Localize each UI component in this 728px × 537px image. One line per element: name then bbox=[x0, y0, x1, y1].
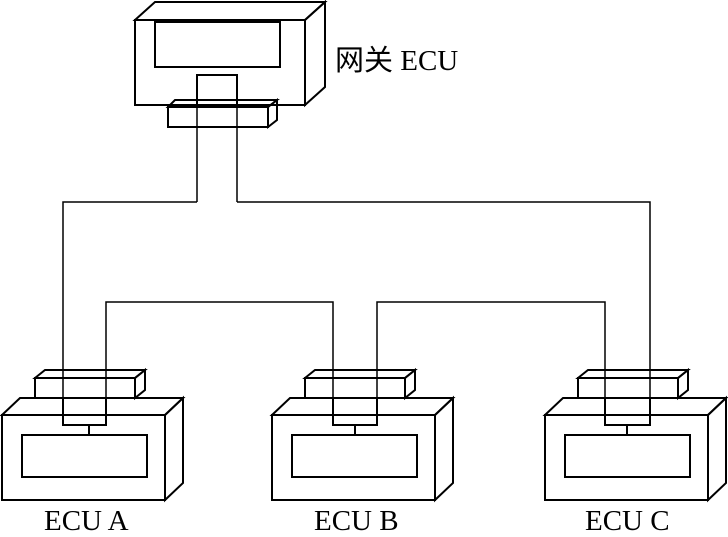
ecu-c-box-top bbox=[542, 397, 728, 416]
ecu-a bbox=[0, 367, 186, 503]
gateway-box-side bbox=[304, 0, 326, 108]
ecu-b-connector-side bbox=[404, 367, 416, 401]
outer-bus-right bbox=[237, 201, 651, 425]
ecu-b bbox=[269, 367, 456, 503]
gateway-label: 网关 ECU bbox=[335, 45, 459, 77]
ecu-b-box-front bbox=[271, 414, 436, 501]
ecu-b-display bbox=[291, 434, 418, 478]
gateway-connector-front bbox=[167, 106, 269, 128]
ecu-b-label: ECU B bbox=[314, 505, 399, 537]
ecu-a-box-front bbox=[1, 414, 166, 501]
inner-bus-b-c bbox=[376, 301, 606, 425]
ecu-a-port bbox=[62, 397, 107, 426]
ecu-a-box-side bbox=[164, 395, 184, 503]
ecu-c-port bbox=[604, 397, 651, 426]
ecu-a-display bbox=[21, 434, 148, 478]
gateway-display bbox=[154, 21, 281, 68]
ecu-a-connector-front bbox=[34, 377, 136, 399]
gateway-box-top bbox=[132, 1, 328, 21]
ecu-b-box-top bbox=[269, 397, 456, 416]
gateway-ecu bbox=[132, 0, 328, 130]
ecu-a-label: ECU A bbox=[44, 505, 129, 537]
ecu-a-box-top bbox=[0, 397, 186, 416]
ecu-b-connector-top bbox=[302, 369, 418, 379]
ecu-b-port bbox=[332, 397, 378, 426]
ecu-c-connector-front bbox=[577, 377, 679, 399]
inner-bus-a-b bbox=[105, 301, 334, 425]
ecu-c-label: ECU C bbox=[585, 505, 670, 537]
ecu-a-connector-top bbox=[32, 369, 148, 379]
ecu-c-display bbox=[564, 434, 691, 478]
ecu-b-box-side bbox=[434, 395, 454, 503]
ecu-c bbox=[542, 367, 728, 503]
ecu-c-connector-top bbox=[575, 369, 691, 379]
ecu-c-connector-side bbox=[677, 367, 689, 401]
gateway-connector-side bbox=[267, 97, 278, 130]
ecu-c-box-side bbox=[707, 395, 727, 503]
outer-bus-left bbox=[62, 201, 197, 425]
ecu-a-connector-side bbox=[134, 367, 146, 401]
bus-wiring bbox=[62, 105, 651, 425]
gateway-port bbox=[196, 74, 238, 106]
ecu-b-connector-front bbox=[304, 377, 406, 399]
